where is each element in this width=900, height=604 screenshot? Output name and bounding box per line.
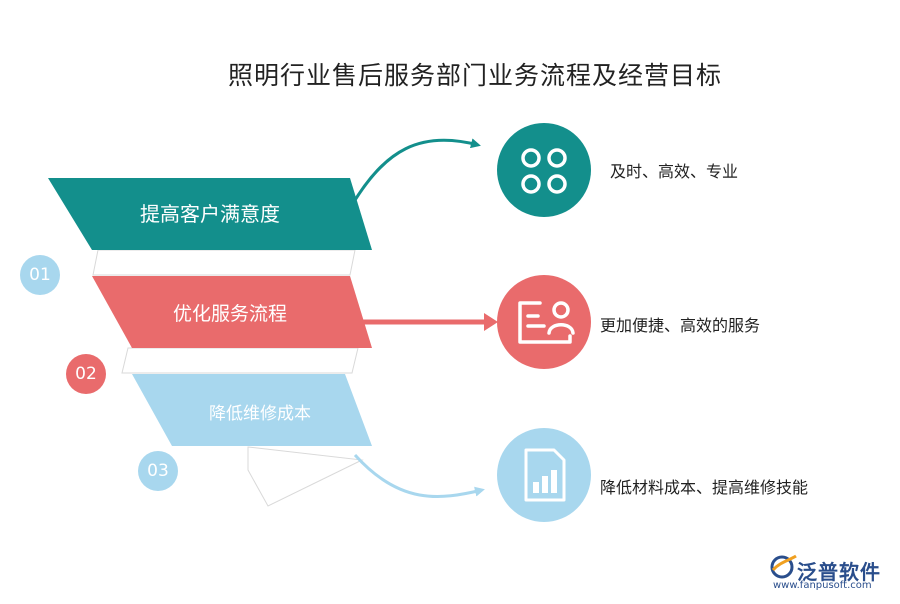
fanpu-logo-icon — [770, 554, 797, 579]
band-1 — [48, 178, 372, 250]
user-card-icon — [518, 301, 575, 344]
document-chart-icon — [524, 448, 566, 502]
logo-name: 泛普软件 — [797, 560, 881, 584]
step-2-number: 02 — [66, 354, 106, 394]
fold-shadow-1 — [92, 249, 356, 276]
step-2-label: 优化服务流程 — [172, 303, 287, 325]
step-1-number: 01 — [20, 255, 60, 295]
arrow-blue — [353, 453, 485, 498]
step-3-number: 03 — [138, 451, 178, 491]
logo-url: www.fanpusoft.com — [773, 580, 872, 591]
four-circles-icon — [521, 148, 567, 194]
fold-shadow-3 — [247, 446, 364, 507]
page-title: 照明行业售后服务部门业务流程及经营目标 — [227, 61, 722, 90]
icon-circle-2 — [497, 275, 591, 369]
icon-circle-3 — [497, 428, 591, 522]
step-2-description: 更加便捷、高效的服务 — [600, 316, 761, 335]
step-3-label: 降低维修成本 — [209, 404, 311, 424]
step-1-label: 提高客户满意度 — [140, 202, 280, 226]
step-1-description: 及时、高效、专业 — [610, 162, 739, 181]
band-3 — [132, 374, 372, 446]
step-3-description: 降低材料成本、提高维修技能 — [600, 478, 809, 497]
arrow-teal — [350, 138, 481, 206]
icon-circle-1 — [497, 123, 591, 217]
band-2 — [92, 276, 372, 348]
fold-shadow-2 — [121, 347, 359, 374]
arrow-red-head — [484, 313, 498, 331]
